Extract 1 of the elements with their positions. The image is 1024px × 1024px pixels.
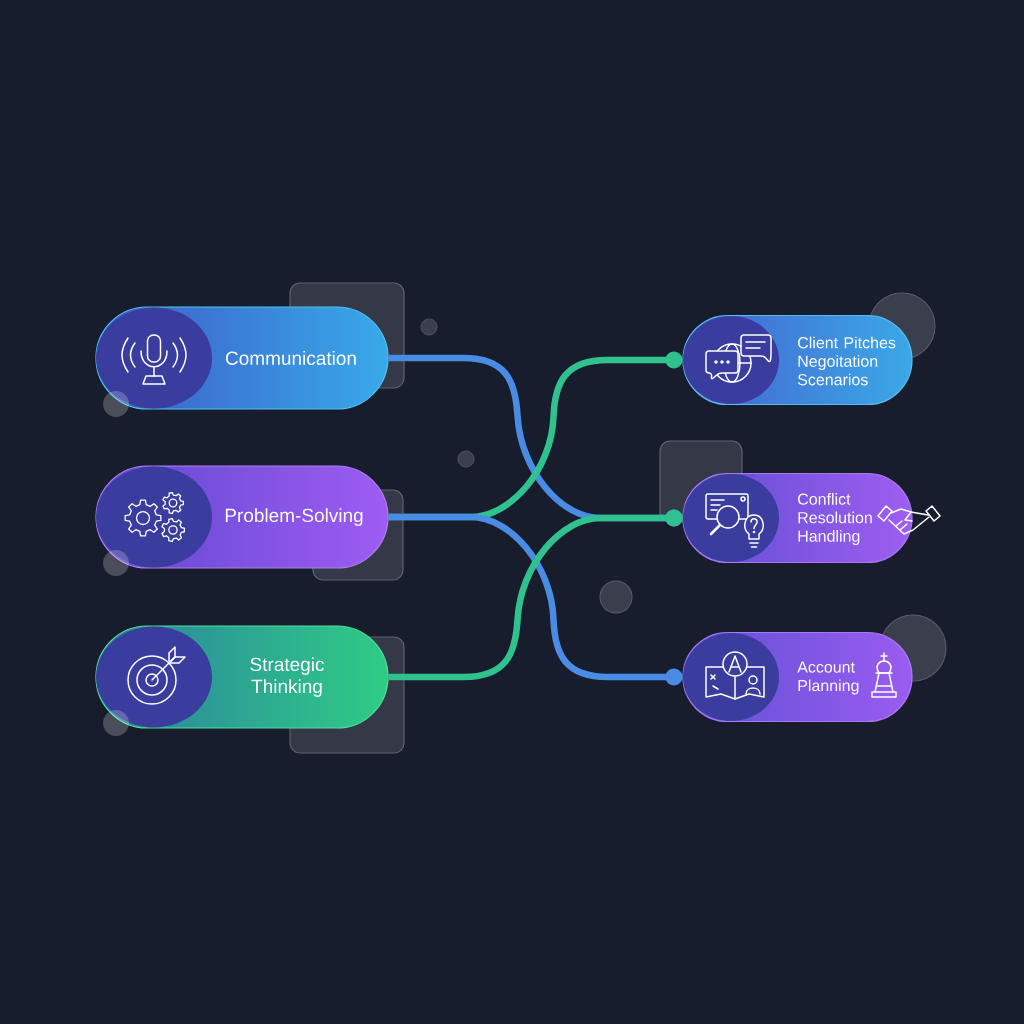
sphere <box>599 580 633 614</box>
